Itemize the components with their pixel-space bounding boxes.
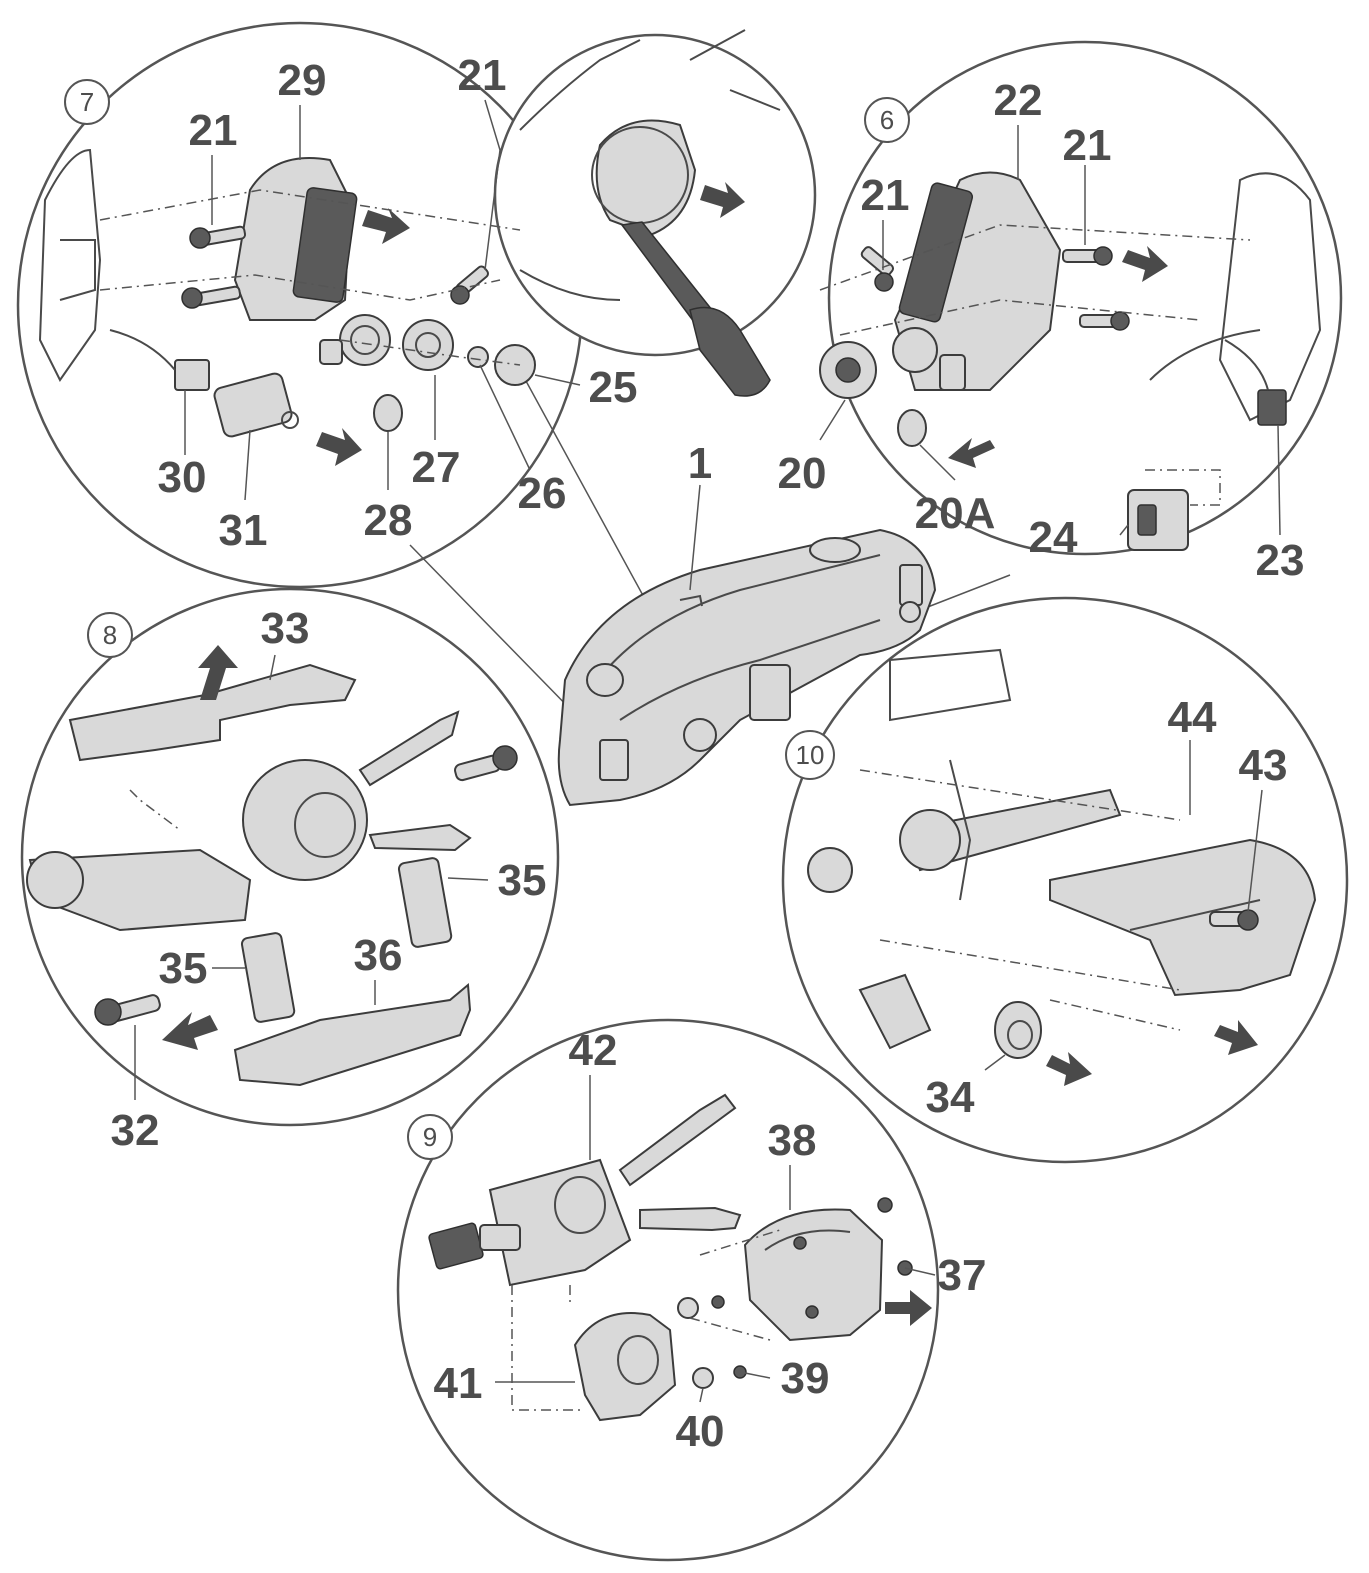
arrow-view-6-right — [1122, 246, 1168, 282]
label-part-21-view7-left: 21 — [189, 106, 238, 155]
trim-35-b — [240, 932, 296, 1023]
screwdriver-handle — [689, 306, 771, 397]
label-part-43: 43 — [1239, 741, 1288, 790]
upper-cover-33 — [68, 663, 357, 762]
lighting-switch-content — [519, 29, 781, 397]
view-number-7: 7 — [64, 79, 110, 125]
label-part-31: 31 — [219, 506, 268, 555]
label-part-35-left: 35 — [159, 944, 208, 993]
switch-24 — [1127, 489, 1189, 551]
svg-text:7: 7 — [80, 87, 94, 117]
screw-top-right — [454, 745, 518, 782]
label-part-22: 22 — [994, 76, 1043, 125]
switch-31 — [213, 372, 293, 438]
switch-body-27 — [402, 319, 454, 371]
label-part-21-view7-right: 21 — [458, 51, 507, 100]
svg-text:9: 9 — [423, 1122, 437, 1152]
instrument-bezel-22 — [893, 171, 1062, 391]
label-part-41: 41 — [434, 1359, 483, 1408]
view-9-content — [428, 1093, 932, 1422]
label-part-44: 44 — [1168, 693, 1217, 742]
screw-21-b — [181, 285, 242, 309]
label-part-37: 37 — [938, 1251, 987, 1300]
connector-30 — [174, 359, 210, 391]
lower-cover-36 — [233, 982, 472, 1087]
label-part-29: 29 — [278, 56, 327, 105]
view-8-content — [26, 645, 518, 1087]
screw-21-a — [189, 225, 247, 249]
detail-view-6-circle — [827, 40, 1343, 556]
label-part-38: 38 — [768, 1116, 817, 1165]
label-part-34: 34 — [926, 1073, 975, 1122]
trim-35-a — [397, 857, 453, 948]
screw-43 — [1209, 909, 1259, 931]
arrow-view-8-up — [198, 645, 238, 700]
view-number-10: 10 — [785, 730, 835, 780]
screw-21-v6-b — [1062, 246, 1113, 266]
svg-text:8: 8 — [103, 620, 117, 650]
connector-23 — [1257, 389, 1287, 426]
screw-32 — [94, 994, 161, 1026]
label-part-28: 28 — [364, 496, 413, 545]
view-number-9: 9 — [407, 1114, 453, 1160]
label-part-40: 40 — [676, 1407, 725, 1456]
label-part-25: 25 — [589, 363, 638, 412]
arrow-view-10-b — [1214, 1020, 1258, 1055]
label-part-26: 26 — [518, 469, 567, 518]
label-part-42: 42 — [569, 1026, 618, 1075]
svg-text:6: 6 — [880, 105, 894, 135]
washer-40-a — [677, 1297, 699, 1319]
label-part-32: 32 — [111, 1106, 160, 1155]
view-10-content — [807, 648, 1317, 1086]
svg-text:10: 10 — [796, 740, 825, 770]
arrow-view-7-lower — [316, 428, 362, 466]
label-part-20a: 20A — [915, 489, 996, 538]
washer-40-b — [692, 1367, 714, 1389]
view-6-content — [819, 171, 1322, 551]
view-6-leader — [919, 574, 1011, 611]
arrow-lighting-switch — [700, 182, 745, 218]
detail-view-9-circle — [396, 1018, 940, 1562]
label-part-1: 1 — [688, 439, 712, 488]
arrow-view-7-right — [362, 208, 410, 244]
label-part-23: 23 — [1256, 536, 1305, 585]
label-part-27: 27 — [412, 443, 461, 492]
arrow-view-6-lower — [948, 438, 995, 468]
screw-21-v6-c — [1079, 311, 1130, 331]
dashboard-assembly — [557, 528, 937, 807]
label-part-39: 39 — [781, 1354, 830, 1403]
label-part-35-right: 35 — [498, 856, 547, 905]
arrow-view-8-lower — [162, 1012, 218, 1050]
label-part-21-view6-right: 21 — [1063, 121, 1112, 170]
label-part-33: 33 — [261, 604, 310, 653]
arrow-view-10-a — [1046, 1052, 1092, 1086]
view-number-8: 8 — [87, 612, 133, 658]
cap-20a — [897, 409, 927, 447]
cap-28 — [373, 394, 403, 432]
screw-21-v6-a — [860, 246, 895, 292]
washer-26 — [467, 346, 489, 368]
view-number-6: 6 — [864, 97, 910, 143]
label-part-30: 30 — [158, 453, 207, 502]
label-part-20: 20 — [778, 449, 827, 498]
label-part-21-view6-left: 21 — [861, 171, 910, 220]
label-part-36: 36 — [354, 931, 403, 980]
arrow-view-9 — [885, 1290, 932, 1326]
label-part-24: 24 — [1029, 513, 1078, 562]
